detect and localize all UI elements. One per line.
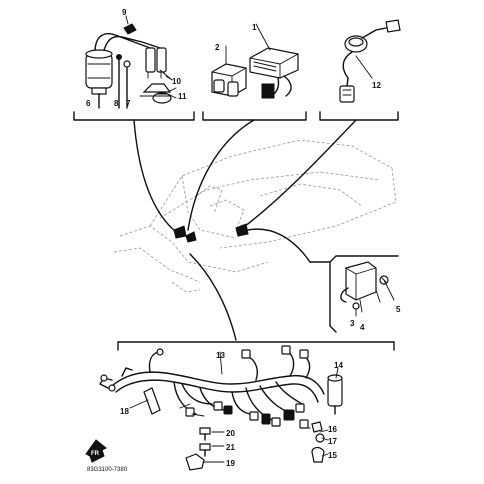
callout-19: 19	[226, 459, 235, 468]
callout-8: 8	[114, 99, 119, 108]
rectifier-regulator	[340, 261, 389, 317]
callout-1: 1	[252, 23, 257, 32]
callout-18: 18	[120, 407, 129, 416]
main-switch	[339, 19, 401, 103]
callout-15: 15	[328, 451, 337, 460]
callout-11: 11	[178, 92, 187, 101]
callout-7: 7	[126, 99, 131, 108]
callout-13: 13	[216, 351, 225, 360]
coil-clamp-and-bolts	[98, 23, 137, 109]
wire-harness	[99, 345, 325, 429]
callout-3: 3	[350, 319, 355, 328]
callout-9: 9	[122, 8, 127, 17]
callout-17: 17	[328, 437, 337, 446]
snowmobile-body-outline	[113, 139, 397, 293]
callout-4: 4	[360, 323, 365, 332]
bracket-rectifier-group	[309, 255, 399, 333]
fuse-holder	[327, 374, 343, 415]
bracket-ignition-coil-group	[73, 111, 195, 121]
harness-grommet	[143, 387, 161, 415]
small-hardware	[185, 421, 325, 471]
callout-leaders	[125, 15, 395, 463]
spark-plug-caps	[139, 83, 172, 104]
drawing-code: 83G3100-7380	[87, 467, 128, 473]
cdi-bracket	[211, 63, 247, 97]
callout-6: 6	[86, 99, 91, 108]
front-direction-arrow: FR	[85, 439, 107, 463]
high-tension-leads	[117, 35, 167, 79]
callout-16: 16	[328, 425, 337, 434]
callout-20: 20	[226, 429, 235, 438]
callout-5: 5	[396, 305, 401, 314]
callout-labels: 1 2 3 4 5 6 7 8 9 10 11 12 13 14 15 16 1…	[86, 8, 401, 468]
bracket-main-switch-group	[319, 111, 399, 121]
callout-10: 10	[172, 77, 181, 86]
callout-14: 14	[334, 361, 343, 370]
bracket-cdi-unit-group	[202, 111, 307, 121]
bracket-wire-harness-group	[117, 341, 395, 351]
ignition-coil	[85, 32, 127, 95]
front-marker-label: FR	[91, 451, 100, 457]
cdi-unit	[249, 47, 299, 99]
callout-12: 12	[372, 81, 381, 90]
callout-2: 2	[215, 43, 220, 52]
callout-21: 21	[226, 443, 235, 452]
leader-lines	[133, 119, 357, 341]
